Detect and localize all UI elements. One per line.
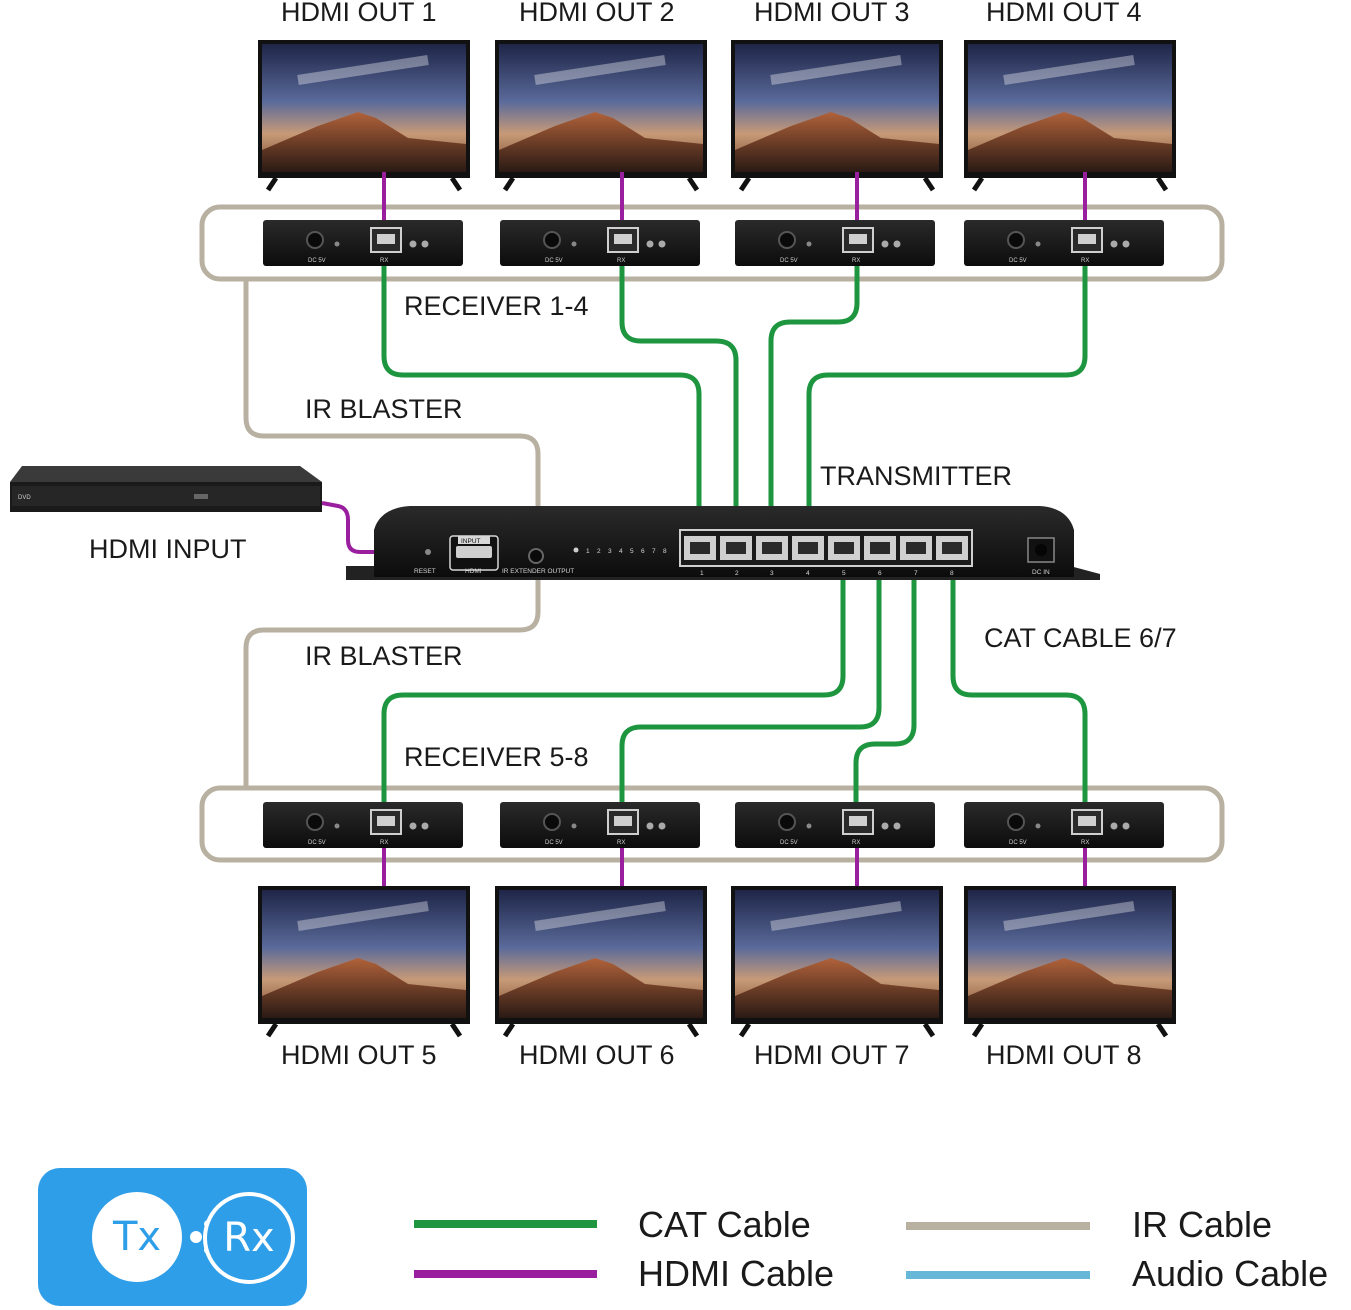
receiver-2 (499, 219, 701, 267)
svg-text:DC 5V: DC 5V (1009, 840, 1027, 846)
svg-text:DC 5V: DC 5V (545, 840, 563, 846)
receiver-port-captions: DC 5V RX DC 5V RX DC 5V RX DC 5V RX DC 5… (308, 258, 1089, 846)
svg-text:8: 8 (950, 570, 954, 577)
svg-text:1: 1 (586, 548, 590, 555)
svg-text:IR EXTENDER OUTPUT: IR EXTENDER OUTPUT (502, 568, 574, 575)
svg-text:4: 4 (619, 548, 623, 555)
legend-audio-cable: Audio Cable (1132, 1253, 1329, 1294)
legend-cat-cable: CAT Cable (638, 1204, 811, 1245)
receiver-1 (262, 219, 464, 267)
svg-text:2: 2 (735, 570, 739, 577)
label-hdmi-out-3: HDMI OUT 3 (754, 0, 910, 27)
tv-hdmi-out-3 (731, 40, 943, 190)
svg-text:RX: RX (380, 840, 388, 846)
label-receiver-1-4: RECEIVER 1-4 (404, 291, 589, 321)
label-hdmi-out-1: HDMI OUT 1 (281, 0, 437, 27)
svg-text:RESET: RESET (414, 568, 436, 575)
label-ir-blaster-top: IR BLASTER (305, 394, 463, 424)
tx-rx-badge: Tx Rx (38, 1168, 307, 1306)
svg-text:RX: RX (617, 258, 625, 264)
svg-text:DC 5V: DC 5V (780, 258, 798, 264)
transmitter-captions: INPUT RESET HDMI IR EXTENDER OUTPUT DC I… (414, 538, 1050, 577)
receiver-5 (262, 801, 464, 849)
label-transmitter: TRANSMITTER (820, 461, 1012, 491)
svg-text:RX: RX (617, 840, 625, 846)
label-hdmi-out-6: HDMI OUT 6 (519, 1040, 675, 1070)
legend-ir-cable: IR Cable (1132, 1204, 1273, 1245)
svg-text:DC 5V: DC 5V (1009, 258, 1027, 264)
svg-text:DC 5V: DC 5V (780, 840, 798, 846)
svg-text:DVD: DVD (18, 495, 31, 501)
svg-text:4: 4 (806, 570, 810, 577)
svg-text:RX: RX (1081, 258, 1089, 264)
svg-text:DC IN: DC IN (1032, 569, 1050, 576)
receiver-8 (963, 801, 1165, 849)
svg-text:DC 5V: DC 5V (308, 258, 326, 264)
receiver-3 (734, 219, 936, 267)
receiver-4 (963, 219, 1165, 267)
tv-hdmi-out-6 (495, 886, 707, 1036)
svg-text:RX: RX (1081, 840, 1089, 846)
rx-label: Rx (223, 1215, 275, 1261)
svg-text:1: 1 (700, 570, 704, 577)
cat-cables (381, 266, 1088, 810)
svg-text:RX: RX (380, 258, 388, 264)
ir-cables (199, 204, 1225, 863)
tv-hdmi-out-5 (258, 886, 470, 1036)
label-hdmi-out-8: HDMI OUT 8 (986, 1040, 1142, 1070)
legend-hdmi-cable: HDMI Cable (638, 1253, 835, 1294)
svg-text:7: 7 (652, 548, 656, 555)
svg-text:5: 5 (630, 548, 634, 555)
rx-circle: Rx (203, 1192, 295, 1284)
svg-text:6: 6 (878, 570, 882, 577)
svg-text:5: 5 (842, 570, 846, 577)
tv-hdmi-out-1 (258, 40, 470, 190)
svg-text:3: 3 (608, 548, 612, 555)
svg-text:INPUT: INPUT (461, 538, 481, 545)
svg-text:RX: RX (852, 840, 860, 846)
label-hdmi-out-5: HDMI OUT 5 (281, 1040, 437, 1070)
svg-text:8: 8 (663, 548, 667, 555)
tv-hdmi-out-2 (495, 40, 707, 190)
svg-text:7: 7 (914, 570, 918, 577)
svg-text:HDMI: HDMI (465, 568, 482, 575)
tx-circle: Tx (92, 1192, 182, 1282)
tv-hdmi-out-8 (964, 886, 1176, 1036)
transmitter-unit (346, 506, 1100, 580)
label-cat-cable-note: CAT CABLE 6/7 (984, 623, 1177, 653)
svg-text:DC 5V: DC 5V (545, 258, 563, 264)
svg-text:6: 6 (641, 548, 645, 555)
legend-swatches (414, 1220, 1090, 1279)
receiver-7 (734, 801, 936, 849)
tx-label: Tx (112, 1214, 162, 1260)
receiver-6 (499, 801, 701, 849)
tv-hdmi-out-7 (731, 886, 943, 1036)
svg-text:DC 5V: DC 5V (308, 840, 326, 846)
hdmi-cables (321, 172, 1087, 886)
dvd-player: DVD (10, 466, 322, 512)
label-hdmi-out-2: HDMI OUT 2 (519, 0, 675, 27)
label-hdmi-out-7: HDMI OUT 7 (754, 1040, 910, 1070)
label-ir-blaster-bottom: IR BLASTER (305, 641, 463, 671)
svg-text:RX: RX (852, 258, 860, 264)
tv-hdmi-out-4 (964, 40, 1176, 190)
label-receiver-5-8: RECEIVER 5-8 (404, 742, 589, 772)
label-hdmi-out-4: HDMI OUT 4 (986, 0, 1142, 27)
label-hdmi-input: HDMI INPUT (89, 534, 247, 564)
svg-text:2: 2 (597, 548, 601, 555)
svg-text:3: 3 (770, 570, 774, 577)
